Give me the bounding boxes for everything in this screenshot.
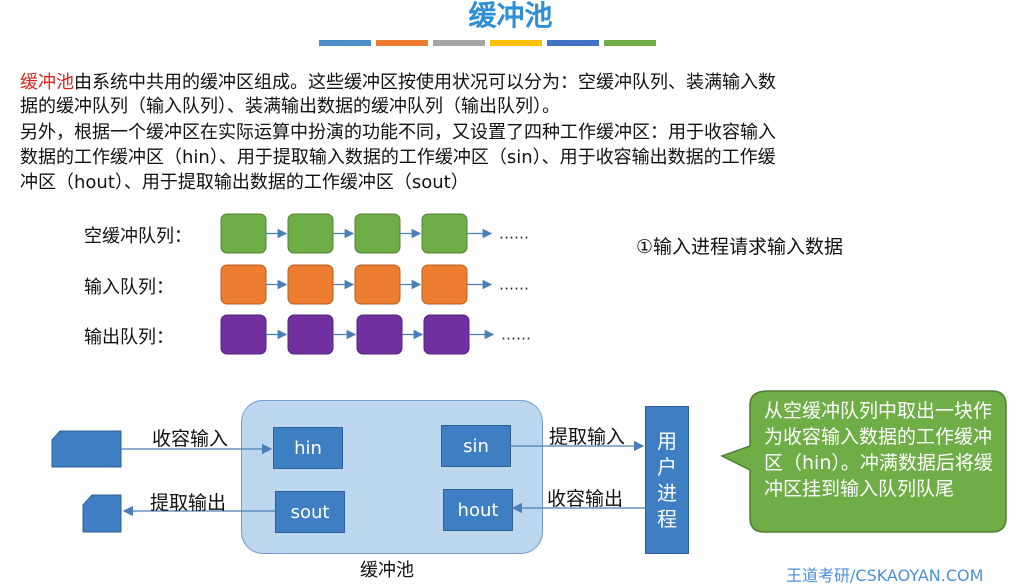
extract-output-label: 提取输出 xyxy=(150,492,227,514)
intro-line-1-text: 由系统中共用的缓冲区组成。这些缓冲区按使用状况可以分为：空缓冲队列、装满输入数 xyxy=(74,72,776,93)
queue-0-buffer-2 xyxy=(354,213,401,254)
title-color-bar-2 xyxy=(376,40,428,46)
output-queue-label: 输出队列： xyxy=(84,327,174,348)
queue-0-ellipsis: …… xyxy=(499,225,529,243)
queue-1-buffer-3 xyxy=(421,264,468,305)
extract-input-label: 提取输入 xyxy=(549,426,626,448)
queue-1-buffer-1 xyxy=(287,264,334,305)
output-device-icon xyxy=(82,494,122,533)
queue-0-buffer-3 xyxy=(421,213,468,254)
intro-line-4: 数据的工作缓冲区（hin）、用于提取输入数据的工作缓冲区（sin）、用于收容输出… xyxy=(20,147,776,168)
input-queue-label: 输入队列： xyxy=(84,277,174,298)
title-color-bar-3 xyxy=(433,40,485,46)
queues-layer: …… …… …… xyxy=(220,213,531,355)
hout-buffer: hout xyxy=(443,489,513,531)
queue-1-ellipsis: …… xyxy=(499,276,529,294)
sout-buffer: sout xyxy=(275,491,345,533)
queue-2-buffer-0 xyxy=(220,314,267,355)
queue-0-buffer-0 xyxy=(220,213,267,254)
queue-0-buffer-1 xyxy=(287,213,334,254)
callout-bubble xyxy=(720,390,1007,533)
collect-input-label: 收容输入 xyxy=(152,428,229,450)
title-color-bar-5 xyxy=(547,40,599,46)
buffer-pool-caption: 缓冲池 xyxy=(360,560,414,581)
queue-2-buffer-2 xyxy=(356,314,403,355)
title-color-bar-6 xyxy=(604,40,656,46)
title-color-bar-4 xyxy=(490,40,542,46)
intro-line-2: 据的缓冲队列（输入队列）、装满输出数据的缓冲队列（输出队列）。 xyxy=(20,96,560,117)
queue-2-buffer-3 xyxy=(423,314,470,355)
input-device-icon xyxy=(51,430,122,468)
intro-line-3: 另外，根据一个缓冲区在实际运算中扮演的功能不同，又设置了四种工作缓冲区：用于收容… xyxy=(20,122,776,143)
buffer-pool-term: 缓冲池 xyxy=(20,72,74,93)
diagram-canvas: …… …… …… xyxy=(51,213,1007,533)
user-process-box: 用户进程 xyxy=(645,406,689,554)
queue-1-buffer-0 xyxy=(220,264,267,305)
queue-2-buffer-1 xyxy=(287,314,334,355)
user-process-label: 用户进程 xyxy=(657,429,677,531)
sin-buffer: sin xyxy=(441,425,511,467)
title-color-bar-1 xyxy=(319,40,371,46)
intro-line-5: 冲区（hout）、用于提取输出数据的工作缓冲区（sout） xyxy=(20,172,469,193)
step-note: ①输入进程请求输入数据 xyxy=(636,236,844,258)
empty-queue-label: 空缓冲队列： xyxy=(84,226,192,247)
watermark: 王道考研/CSKAOYAN.COM xyxy=(786,566,984,585)
hin-buffer: hin xyxy=(273,427,343,469)
queue-2-ellipsis: …… xyxy=(501,326,531,344)
collect-output-label: 收容输出 xyxy=(547,488,624,510)
intro-line-1: 缓冲池由系统中共用的缓冲区组成。这些缓冲区按使用状况可以分为：空缓冲队列、装满输… xyxy=(20,70,776,95)
queue-1-buffer-2 xyxy=(354,264,401,305)
callout-text: 从空缓冲队列中取出一块作为收容输入数据的工作缓冲区（hin）。冲满数据后将缓冲区… xyxy=(764,400,993,500)
page-title: 缓冲池 xyxy=(468,0,553,32)
